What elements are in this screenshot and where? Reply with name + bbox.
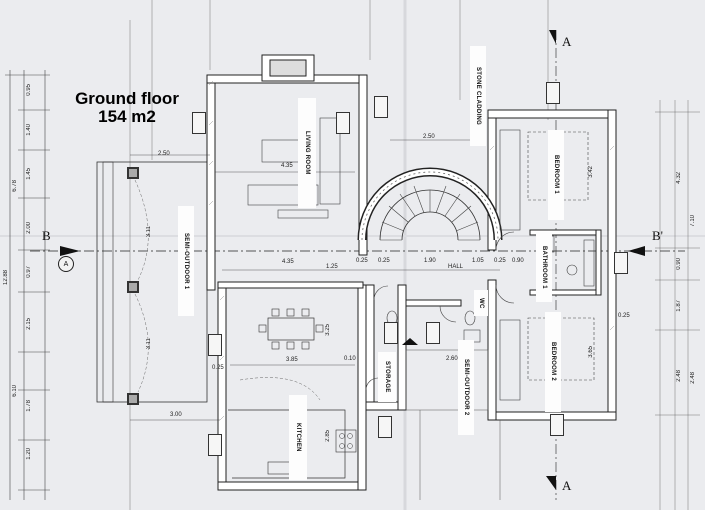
left-scale-7: 1.20 xyxy=(26,448,32,460)
window-tag xyxy=(550,414,564,436)
room-label-bedroom-2: BEDROOM 2 xyxy=(545,312,561,412)
window-tag xyxy=(546,82,560,104)
section-marker-b-circle: A xyxy=(58,256,74,272)
window-tag xyxy=(426,322,440,344)
right-scale-5: 2.48 xyxy=(690,372,696,384)
left-scale-2: 1.45 xyxy=(26,168,32,180)
left-scale-4: 0.97 xyxy=(26,266,32,278)
left-scale-5: 2.15 xyxy=(26,318,32,330)
dim-2-50-veranda: 2.50 xyxy=(158,151,170,157)
dim-0-25-a: 0.25 xyxy=(356,258,368,264)
dim-2-85: 2.85 xyxy=(325,430,331,442)
left-scale-1: 1.40 xyxy=(26,124,32,136)
room-label-storage: STORAGE xyxy=(378,352,396,402)
dim-1-90: 1.90 xyxy=(424,258,436,264)
dim-0-25-c: 0.25 xyxy=(494,258,506,264)
window-tag xyxy=(378,416,392,438)
dim-1-25: 1.25 xyxy=(326,264,338,270)
left-scale-8: 6.78 xyxy=(12,180,18,192)
dim-0-90: 0.90 xyxy=(512,258,524,264)
window-tag xyxy=(208,434,222,456)
right-scale-2: 0.90 xyxy=(676,258,682,270)
window-tag xyxy=(384,322,398,344)
window-tag xyxy=(336,112,350,134)
plan-title-area: 154 m2 xyxy=(98,107,156,126)
window-tag xyxy=(614,252,628,274)
dim-3-11-b: 3.11 xyxy=(146,338,152,350)
left-scale-0: 0.95 xyxy=(26,84,32,96)
dim-3-42: 3.42 xyxy=(588,166,594,178)
section-marker-b-prime: B' xyxy=(652,228,664,243)
section-marker-a-bottom: A xyxy=(562,478,572,493)
room-label-semi-outdoor-2: SEMI-OUTDOOR 2 xyxy=(458,340,474,435)
stone-cladding-label: STONE CLADDING xyxy=(470,46,486,146)
dim-0-10: 0.10 xyxy=(344,356,356,362)
dim-0-25-right: 0.25 xyxy=(618,313,630,319)
dim-3-11-a: 3.11 xyxy=(146,226,152,238)
dim-1-05: 1.05 xyxy=(472,258,484,264)
dim-0-25-kitchen: 0.25 xyxy=(212,365,224,371)
window-tag xyxy=(192,112,206,134)
dim-4-35-living: 4.35 xyxy=(281,163,293,169)
right-scale-1: 7.10 xyxy=(690,215,696,227)
left-scale-9: 12.88 xyxy=(3,270,9,286)
section-marker-a-top: A xyxy=(562,34,572,49)
plan-title-line1: Ground floor xyxy=(75,89,179,108)
section-marker-b: B xyxy=(42,228,51,243)
room-label-bathroom-1: BATHROOM 1 xyxy=(536,232,552,302)
dim-2-60: 2.60 xyxy=(446,356,458,362)
left-scale-10: 6.10 xyxy=(12,385,18,397)
room-label-bedroom-1: BEDROOM 1 xyxy=(548,130,564,220)
room-label-kitchen: KITCHEN xyxy=(289,395,307,480)
window-tag xyxy=(374,96,388,118)
right-scale-3: 1.87 xyxy=(676,300,682,312)
room-label-wc: WC xyxy=(474,290,488,316)
dim-2-50-stair: 2.50 xyxy=(423,134,435,140)
plan-title: Ground floor 154 m2 xyxy=(62,90,192,126)
room-label-semi-outdoor-1: SEMI-OUTDOOR 1 xyxy=(178,206,194,316)
right-scale-0: 4.32 xyxy=(676,172,682,184)
dim-3-00: 3.00 xyxy=(170,412,182,418)
dim-3-25: 3.25 xyxy=(325,324,331,336)
right-scale-4: 2.48 xyxy=(676,370,682,382)
left-scale-6: 1.78 xyxy=(26,400,32,412)
dim-3-85: 3.85 xyxy=(286,357,298,363)
room-label-hall: HALL xyxy=(448,264,464,270)
dim-4-35-hall: 4.35 xyxy=(282,259,294,265)
dim-0-25-b: 0.25 xyxy=(378,258,390,264)
window-tag xyxy=(208,334,222,356)
dim-3-65: 3.65 xyxy=(588,346,594,358)
left-scale-3: 2.00 xyxy=(26,222,32,234)
room-label-living-room: LIVING ROOM xyxy=(298,98,316,208)
